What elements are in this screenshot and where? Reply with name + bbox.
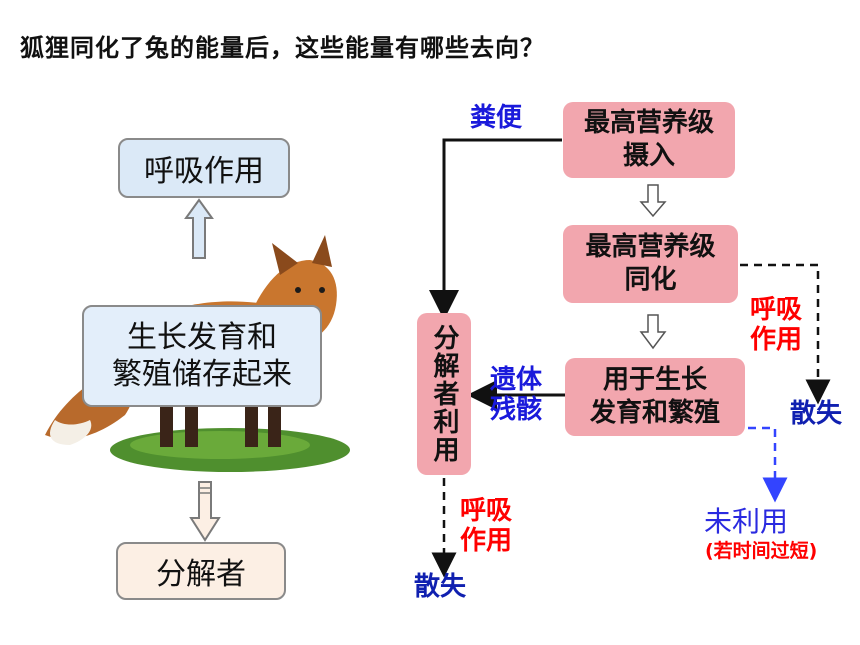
decomposer-use-label: 分解者利用 [429, 324, 459, 464]
growth-reproduction-line1: 用于生长 [602, 364, 707, 395]
respiration-label-upper: 呼吸 作用 [750, 295, 803, 356]
lost-label-bottom: 散失 [414, 572, 467, 602]
feces-label: 粪便 [470, 103, 523, 133]
assimilation-box: 最高营养级 同化 [563, 225, 738, 303]
respiration-label-lower: 呼吸 作用 [460, 496, 513, 557]
hollow-down-arrow-icon [639, 314, 667, 350]
unused-label: 未利用 [704, 505, 789, 538]
intake-line1: 最高营养级 [583, 107, 714, 138]
respiration-box: 呼吸作用 [118, 138, 290, 198]
page-title: 狐狸同化了兔的能量后，这些能量有哪些去向？ [20, 34, 545, 62]
feces-arrow [429, 138, 562, 320]
intake-box: 最高营养级 摄入 [563, 102, 735, 178]
lost-label-right: 散失 [790, 399, 843, 429]
hollow-down-arrow-icon [639, 184, 667, 218]
hollow-down-arrow-icon [189, 481, 221, 542]
respiration-upper-line1: 呼吸 [750, 295, 803, 325]
respiration-upper-line2: 作用 [750, 324, 803, 355]
growth-reproduction-line2: 发育和繁殖 [589, 398, 720, 428]
growth-storage-line2: 繁殖储存起来 [112, 357, 292, 392]
intake-line2: 摄入 [622, 141, 675, 171]
assimilation-line1: 最高营养级 [585, 231, 716, 262]
decomposer-label: 分解者 [156, 557, 246, 592]
respiration-label: 呼吸作用 [144, 154, 264, 189]
respiration-lower-line1: 呼吸 [460, 496, 513, 526]
assimilation-line2: 同化 [624, 265, 677, 295]
decomposer-use-box: 分解者利用 [417, 313, 471, 475]
unused-note: (若时间过短) [705, 540, 818, 562]
respiration-dashed-arrow [740, 263, 831, 405]
hollow-up-arrow-icon [184, 198, 214, 259]
growth-reproduction-box: 用于生长 发育和繁殖 [565, 358, 745, 436]
unused-dashed-arrow [748, 426, 788, 503]
remains-label: 遗体 残骸 [490, 365, 543, 426]
growth-storage-box: 生长发育和 繁殖储存起来 [82, 305, 322, 407]
growth-storage-line1: 生长发育和 [127, 319, 277, 355]
remains-line1: 遗体 [490, 365, 543, 395]
respiration-lower-line2: 作用 [460, 525, 513, 556]
remains-line2: 残骸 [490, 394, 543, 425]
decomposer-box: 分解者 [116, 542, 286, 600]
